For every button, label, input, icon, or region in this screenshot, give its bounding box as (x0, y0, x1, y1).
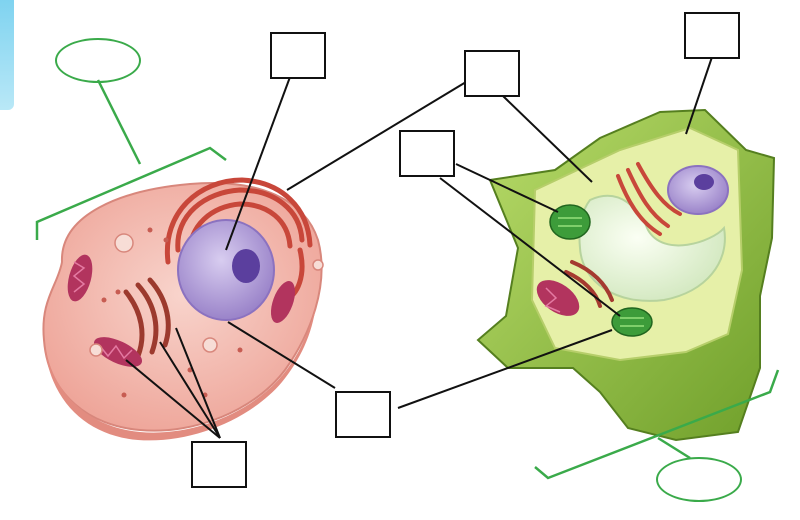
animal-mitochondrion (67, 254, 93, 302)
plant-chloroplast (549, 204, 591, 240)
leader-lines (125, 56, 713, 439)
label-box-organelles[interactable] (191, 441, 247, 488)
animal-vesicles (89, 233, 324, 357)
label-box-cytoplasm[interactable] (335, 391, 391, 438)
label-box-cell-membrane[interactable] (464, 50, 520, 97)
plant-bracket (534, 369, 780, 480)
animal-cell (42, 177, 324, 441)
animal-nucleolus (232, 249, 260, 283)
oval-animal-cell-name[interactable] (55, 38, 141, 83)
animal-mitochondrion (270, 281, 296, 323)
plant-golgi (564, 260, 614, 308)
animal-cell-rim (44, 305, 316, 441)
plant-er (616, 162, 682, 236)
plant-nucleolus (694, 174, 714, 190)
animal-golgi (123, 277, 171, 359)
animal-bracket (35, 79, 227, 240)
plant-mitochondrion (536, 280, 580, 316)
animal-mitochondrion (93, 337, 143, 367)
label-box-nucleus[interactable] (270, 32, 326, 79)
corner-accent (0, 0, 14, 110)
oval-plant-cell-name[interactable] (656, 457, 742, 502)
plant-cell (476, 108, 776, 442)
plant-nucleus (667, 165, 729, 215)
label-box-cell-wall[interactable] (684, 12, 740, 59)
label-box-chloroplast[interactable] (399, 130, 455, 177)
plant-chloroplast (611, 307, 653, 337)
animal-nucleus (177, 219, 275, 321)
